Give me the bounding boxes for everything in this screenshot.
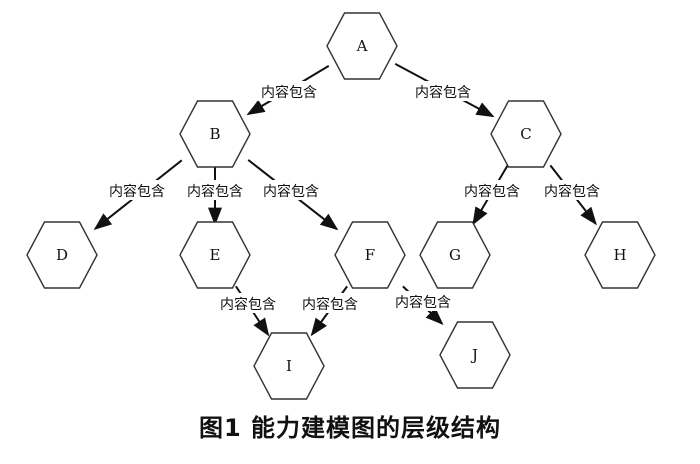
hexagon-node-shape (419, 221, 491, 289)
edge-label-background (106, 180, 168, 200)
edge-label-C-H: 内容包含 (544, 183, 600, 200)
hexagon-node-shape (584, 221, 656, 289)
edge-label-background (299, 293, 361, 313)
nodes-layer: A B C D E F G H I J (26, 12, 656, 400)
figure-caption: 图1 能力建模图的层级结构 (198, 414, 502, 442)
node-D: D (26, 221, 98, 289)
hexagon-node-shape (179, 100, 251, 168)
hexagon-node-shape (253, 332, 325, 400)
edge-label-background (392, 291, 454, 311)
node-label-J: J (470, 346, 478, 364)
node-label-C: C (520, 125, 531, 143)
hexagon-node-shape (26, 221, 98, 289)
edge-labels-layer: 内容包含内容包含内容包含内容包含内容包含内容包含内容包含内容包含内容包含内容包含 (106, 81, 603, 313)
node-label-F: F (365, 246, 375, 264)
hexagon-node-shape (179, 221, 251, 289)
edge-label-A-B: 内容包含 (261, 84, 317, 101)
node-I: I (253, 332, 325, 400)
edge-label-F-I: 内容包含 (302, 296, 358, 313)
node-label-G: G (449, 246, 461, 264)
edge-label-background (217, 293, 279, 313)
node-label-I: I (286, 357, 292, 375)
node-G: G (419, 221, 491, 289)
edge-label-A-C: 内容包含 (415, 84, 471, 101)
edge-label-F-J: 内容包含 (395, 294, 451, 311)
edge-label-background (412, 81, 474, 101)
node-J: J (439, 321, 511, 389)
node-C: C (490, 100, 562, 168)
edge-label-B-D: 内容包含 (109, 183, 165, 200)
node-label-A: A (356, 37, 368, 55)
node-label-B: B (209, 125, 220, 143)
edge-label-B-E: 内容包含 (187, 183, 243, 200)
hexagon-node-shape (334, 221, 406, 289)
edge-label-background (541, 180, 603, 200)
edge-label-background (258, 81, 320, 101)
edge-label-C-G: 内容包含 (464, 183, 520, 200)
node-label-E: E (210, 246, 221, 264)
node-A: A (326, 12, 398, 80)
node-F: F (334, 221, 406, 289)
node-label-D: D (56, 246, 68, 264)
edge-label-B-F: 内容包含 (263, 183, 319, 200)
hexagon-node-shape (490, 100, 562, 168)
hexagon-node-shape (326, 12, 398, 80)
node-E: E (179, 221, 251, 289)
edge-label-background (184, 180, 246, 200)
node-H: H (584, 221, 656, 289)
hexagon-node-shape (439, 321, 511, 389)
node-label-H: H (613, 246, 626, 264)
edge-label-E-I: 内容包含 (220, 296, 276, 313)
node-B: B (179, 100, 251, 168)
edge-label-background (260, 180, 322, 200)
edge-label-background (461, 180, 523, 200)
